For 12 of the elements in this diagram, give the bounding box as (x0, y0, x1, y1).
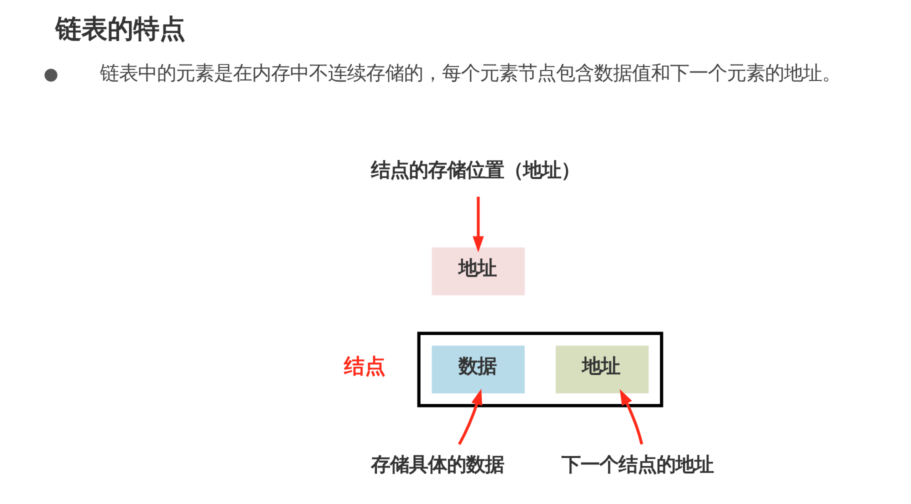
diagram-title: 链表的特点 (54, 14, 185, 45)
arrow (472, 196, 484, 252)
node-text: 存储具体的数据 (370, 452, 504, 476)
label: 链表中的元素是在内存中不连续存储的，每个元素节点包含数据值和下一个元素的地址。 (100, 62, 841, 85)
node-text: 结点的存储位置（地址） (370, 158, 580, 182)
arrow (458, 388, 482, 445)
node-box: 地址 (555, 346, 648, 394)
node-text: 下一个结点的地址 (561, 452, 714, 476)
arrow (619, 389, 643, 445)
node-box: 地址 (431, 247, 524, 296)
node-label: 结点 (344, 354, 386, 378)
node-box: 数据 (431, 346, 524, 394)
